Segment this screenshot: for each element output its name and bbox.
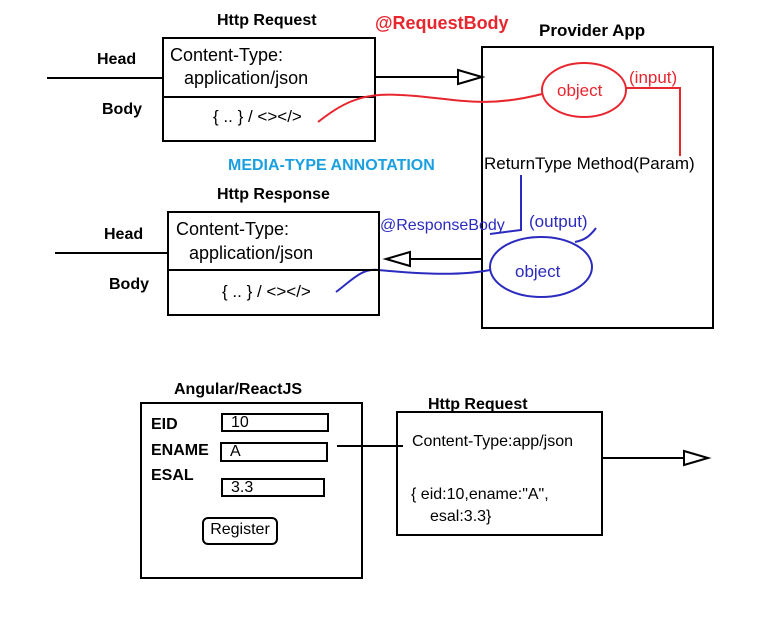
esal-input[interactable]: 3.3 xyxy=(221,478,325,497)
request2-payload-2: esal:3.3} xyxy=(430,508,492,525)
request-body-curve xyxy=(317,93,543,123)
esal-label: ESAL xyxy=(151,467,194,484)
eid-label: EID xyxy=(151,416,178,433)
method-to-object-line xyxy=(489,175,522,235)
request2-content-type: Content-Type:app/json xyxy=(412,433,573,450)
response-title: Http Response xyxy=(217,186,330,203)
output-label: (output) xyxy=(529,212,588,231)
provider-box xyxy=(481,46,714,329)
response-payload: { .. } / <></> xyxy=(222,282,311,301)
request-body-label: Body xyxy=(102,101,142,118)
request2-arrow-head xyxy=(683,449,712,467)
response-content-type-2: application/json xyxy=(189,243,314,263)
request-body-annotation: @RequestBody xyxy=(375,13,509,33)
register-button[interactable]: Register xyxy=(202,517,278,545)
object-in-ellipse xyxy=(541,62,627,118)
request-arrow-head xyxy=(457,68,486,86)
output-connector xyxy=(574,227,597,243)
media-type-annotation: MEDIA-TYPE ANNOTATION xyxy=(228,157,435,174)
eid-input[interactable]: 10 xyxy=(221,413,329,432)
object-out-label: object xyxy=(515,262,561,281)
response-body-curve xyxy=(335,268,491,293)
request2-title: Http Request xyxy=(428,396,528,413)
request-box xyxy=(162,37,376,142)
request-title: Http Request xyxy=(217,12,317,29)
ename-input[interactable]: A xyxy=(220,442,328,462)
request-content-type-1: Content-Type: xyxy=(170,45,284,65)
provider-title: Provider App xyxy=(539,21,646,40)
object-in-label: object xyxy=(557,81,603,100)
object-out-ellipse xyxy=(489,236,593,298)
client-title: Angular/ReactJS xyxy=(174,381,303,398)
response-box xyxy=(167,211,380,316)
response-content-type-1: Content-Type: xyxy=(176,219,290,239)
ename-label: ENAME xyxy=(151,442,209,459)
client-form-box xyxy=(140,402,363,579)
input-label: (input) xyxy=(629,68,678,87)
response-body-annotation: @ResponseBody xyxy=(380,217,505,234)
method-signature: ReturnType Method(Param) xyxy=(484,154,695,173)
request-head-label: Head xyxy=(97,51,137,68)
request2-payload-1: { eid:10,ename:"A", xyxy=(411,486,549,503)
request-payload: { .. } / <></> xyxy=(213,107,302,126)
response-head-label: Head xyxy=(104,226,144,243)
request2-box xyxy=(396,411,603,536)
input-connector xyxy=(626,87,681,156)
request-content-type-2: application/json xyxy=(184,68,309,88)
response-arrow-head xyxy=(382,250,411,268)
response-body-label: Body xyxy=(109,276,149,293)
